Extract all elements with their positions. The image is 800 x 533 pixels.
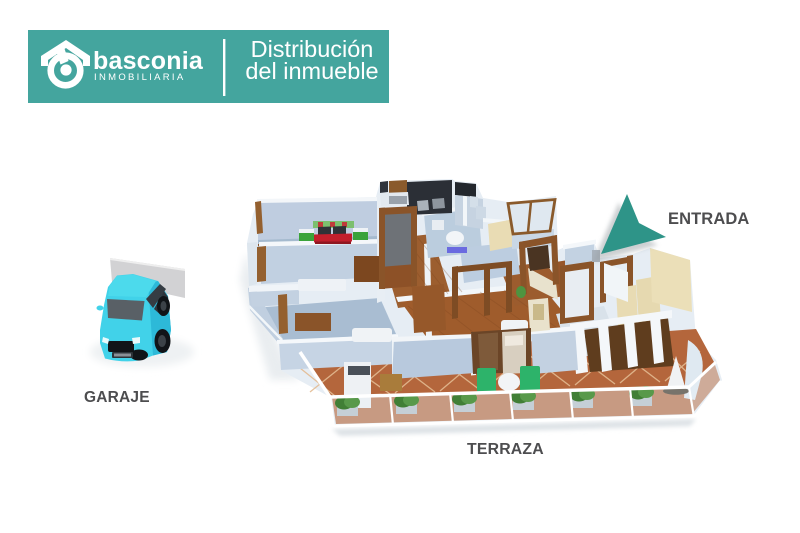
svg-text:TERRAZA: TERRAZA — [467, 441, 544, 458]
svg-text:ENTRADA: ENTRADA — [668, 210, 749, 228]
svg-text:basconia: basconia — [93, 47, 204, 75]
svg-text:GARAJE: GARAJE — [84, 389, 150, 406]
svg-text:INMOBILIARIA: INMOBILIARIA — [94, 72, 185, 83]
svg-text:del inmueble: del inmueble — [245, 58, 378, 84]
svg-text:Distribución: Distribución — [251, 36, 374, 62]
